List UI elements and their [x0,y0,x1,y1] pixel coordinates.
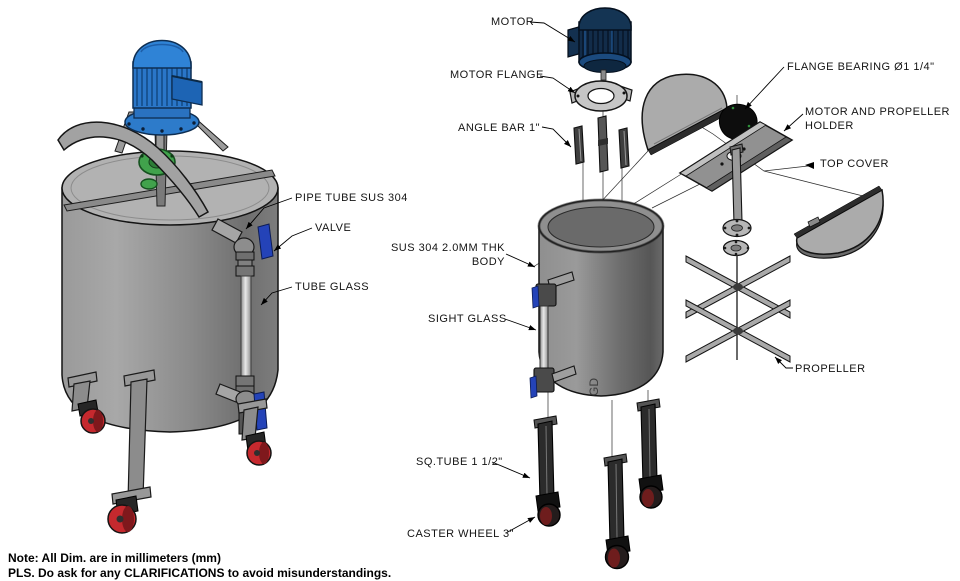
exploded-view: GD [529,7,884,570]
motor-flange-exploded [569,80,633,112]
top-cover-upper [641,73,731,156]
valve-handle-top [257,223,274,260]
tank-body-exploded: GD [537,198,665,397]
cover-handle [57,121,210,219]
angle-bars [573,115,630,173]
label-motor-flange: MOTOR FLANGE [450,69,544,81]
leader-lines [245,21,814,534]
legs-exploded [533,398,664,570]
label-flange-bearing: FLANGE BEARING Ø1 1/4" [787,61,935,73]
label-motor-propeller-holder: MOTOR AND PROPELLER HOLDER [805,106,950,133]
note-dimensions: Note: All Dim. are in millimeters (mm) [8,551,221,565]
label-sq-tube: SQ.TUBE 1 1/2" [416,456,503,468]
assembled-tank-view [57,39,279,534]
label-sight-glass: SIGHT GLASS [428,313,507,325]
label-propeller: PROPELLER [795,363,866,375]
label-angle-bar: ANGLE BAR 1" [458,122,541,134]
tank-shell [61,187,279,433]
tank-legs [67,369,272,534]
label-top-cover: TOP COVER [820,158,889,170]
body-marking: GD [587,378,601,396]
tube-glass-assembled [240,275,252,377]
label-tank-body: SUS 304 2.0MM THK BODY [390,242,505,269]
top-cover-seam [63,169,276,212]
label-valve: VALVE [315,222,352,234]
label-motor: MOTOR [491,16,535,28]
label-tube-glass: TUBE GLASS [295,281,370,293]
motor-exploded [567,7,632,81]
propeller-assembly [685,143,791,363]
note-clarifications: PLS. Do ask for any CLARIFICATIONS to av… [8,566,392,580]
top-cover-lower [793,185,884,259]
propeller-blades [685,255,791,363]
label-pipe-tube: PIPE TUBE SUS 304 [295,192,408,204]
sight-glass-exploded [529,271,577,399]
motor-assembled [124,39,203,136]
label-caster-wheel: CASTER WHEEL 3" [407,528,514,540]
